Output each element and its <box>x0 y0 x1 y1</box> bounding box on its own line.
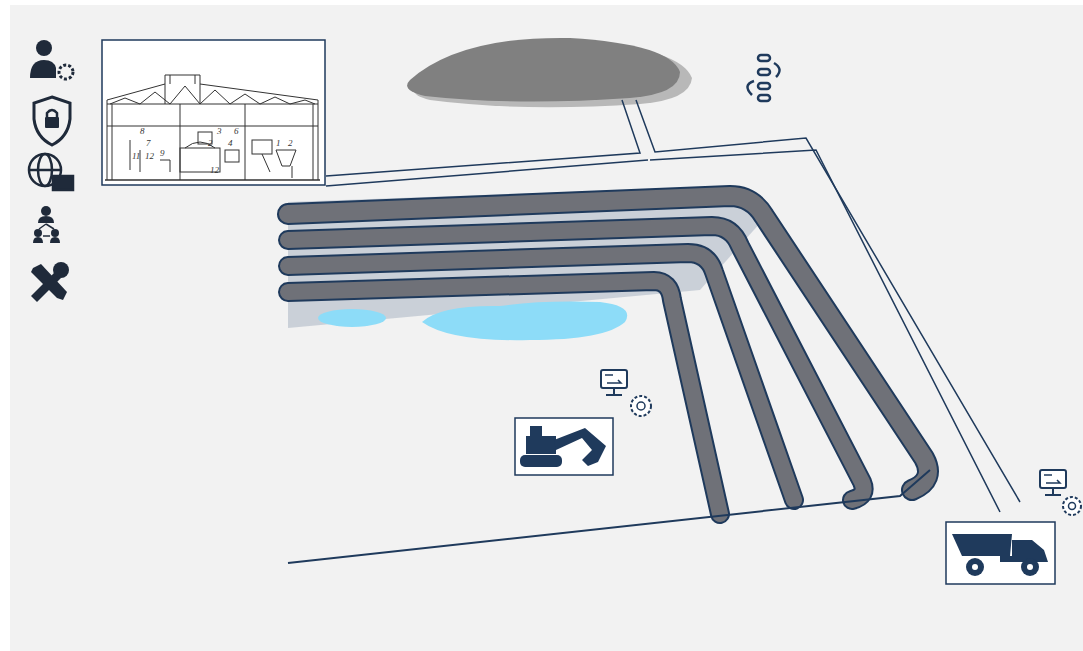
callout-number: 9 <box>159 148 166 158</box>
callout-number: 2 <box>287 138 294 148</box>
side-icons <box>29 40 73 302</box>
background <box>10 5 1083 651</box>
processing-plant <box>102 40 325 185</box>
pit-floor-line <box>288 470 930 563</box>
callout-number: 1 <box>275 138 282 148</box>
pit-benches <box>288 196 928 514</box>
callout-number: 3 <box>216 126 223 136</box>
control-monitor-icon <box>1040 470 1081 515</box>
data-flow-icon <box>747 55 779 101</box>
water-pool <box>318 302 627 341</box>
callout-number: 7 <box>145 138 152 148</box>
callout-number: 8 <box>139 126 146 136</box>
callout-number: 12 <box>144 151 155 161</box>
callout-number: 12 <box>209 165 220 175</box>
control-monitor-icon <box>601 370 651 416</box>
dump-truck-box <box>946 522 1055 584</box>
callout-number: 6 <box>233 126 240 136</box>
stockpile <box>407 38 692 107</box>
callout-number: 2 <box>207 138 214 148</box>
callout-number: 4 <box>227 138 234 148</box>
excavator-box <box>515 418 613 475</box>
callout-number: 11 <box>131 151 141 161</box>
